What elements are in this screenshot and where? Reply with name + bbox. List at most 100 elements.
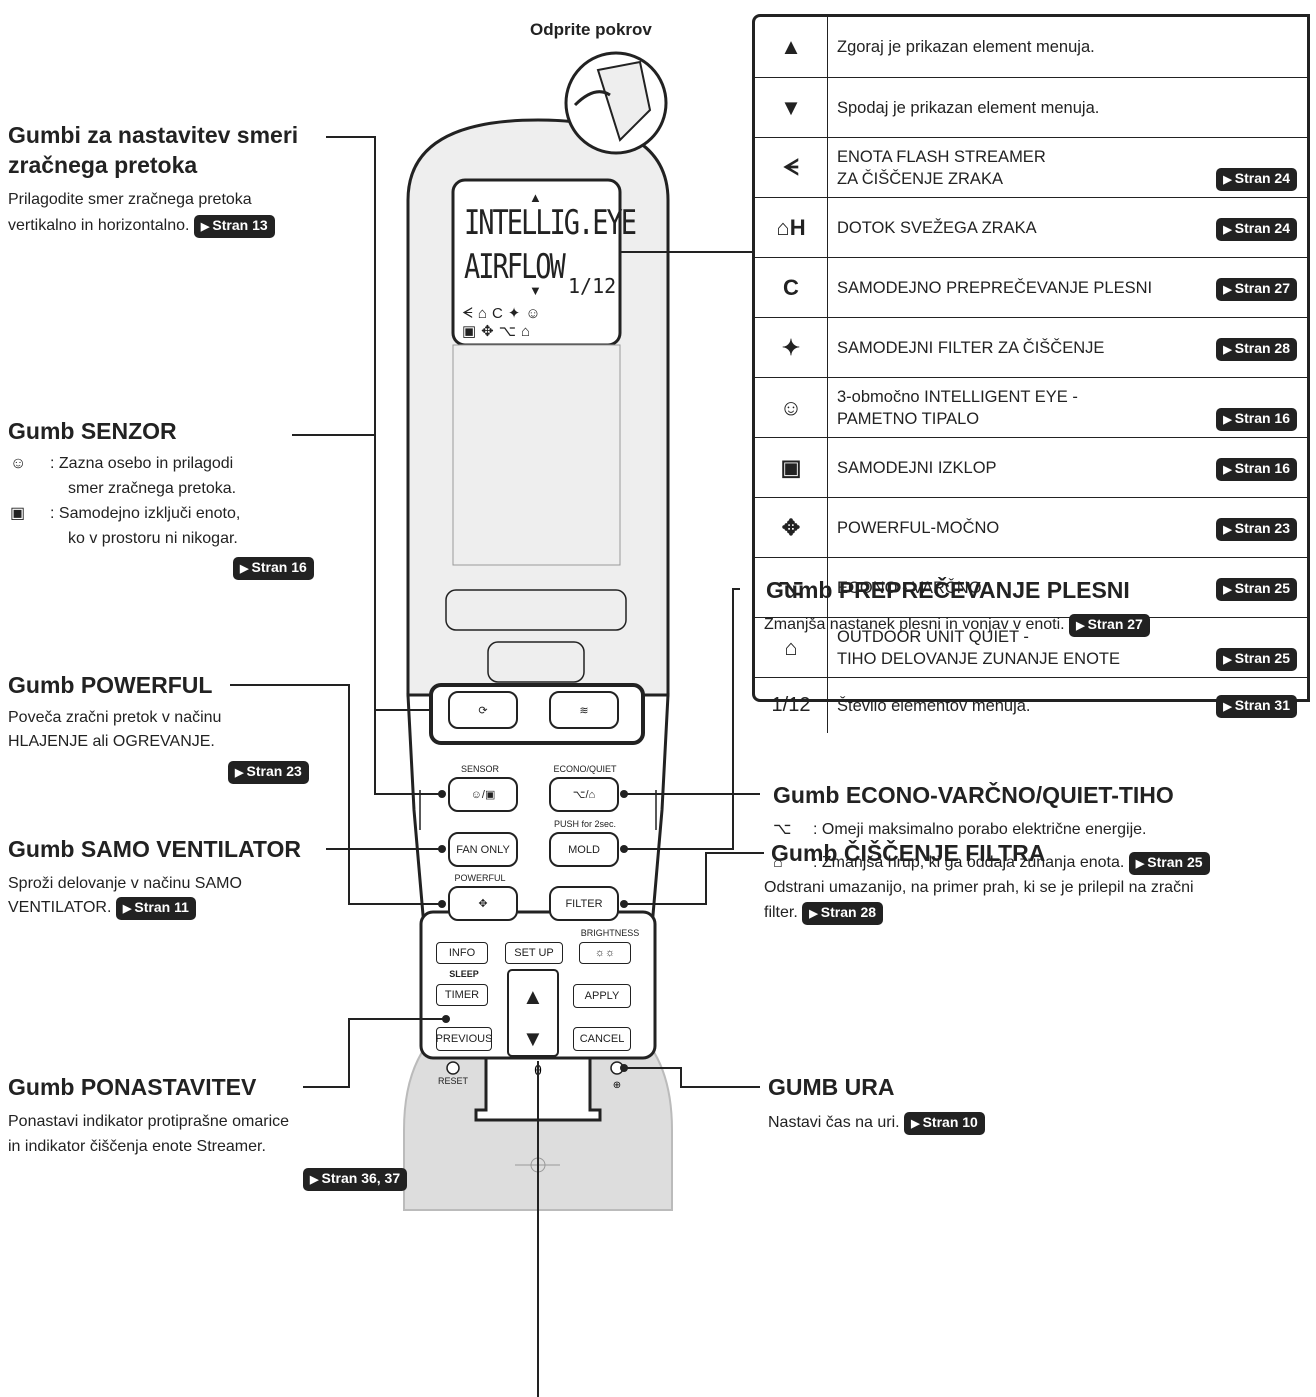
- menu-down-button[interactable]: ▼: [522, 1026, 544, 1051]
- clock-page-ref[interactable]: Stran 10: [904, 1112, 985, 1135]
- counter-icon: 1/12: [755, 678, 828, 733]
- filter-button[interactable]: FILTER: [549, 886, 619, 921]
- fan-only-desc-2: VENTILATOR. Stran 11: [8, 897, 196, 920]
- powerful-icon: ✥: [755, 498, 828, 558]
- econo-title: Gumb ECONO-VARČNO/QUIET-TIHO: [773, 782, 1174, 808]
- clock-title: GUMB URA: [768, 1074, 895, 1100]
- push-label: PUSH for 2sec.: [553, 819, 617, 829]
- menu-table-page-ref[interactable]: Stran 25: [1216, 577, 1297, 601]
- cancel-button[interactable]: CANCEL: [573, 1027, 631, 1051]
- menu-table-line1: DOTOK SVEŽEGA ZRAKA: [837, 219, 1037, 237]
- menu-up-button[interactable]: ▲: [522, 984, 544, 1009]
- menu-table-text: DOTOK SVEŽEGA ZRAKA: [837, 217, 1037, 239]
- filter-page-ref[interactable]: Stran 28: [802, 902, 884, 925]
- fan-only-page-ref[interactable]: Stran 11: [115, 897, 196, 920]
- menu-table-row: ✦ SAMODEJNI FILTER ZA ČIŠČENJE Stran 28: [755, 317, 1307, 378]
- airflow-title-1: Gumbi za nastavitev smeri: [8, 122, 299, 148]
- menu-table-text: SAMODEJNI FILTER ZA ČIŠČENJE: [837, 337, 1104, 359]
- menu-table-row: ⌂OUTDOOR UNIT QUIET -TIHO DELOVANJE ZUNA…: [755, 617, 1307, 678]
- menu-table-row: 1/12 Število elementov menuja. Stran 31: [755, 677, 1307, 733]
- menu-table-line2: TIHO DELOVANJE ZUNANJE ENOTE: [837, 650, 1120, 668]
- menu-table: ▲ Zgoraj je prikazan element menuja. ▼ Spod…: [752, 14, 1310, 733]
- sensor-title: Gumb SENZOR: [8, 418, 177, 444]
- auto-off-icon: ▣: [10, 505, 26, 522]
- menu-table-page-ref[interactable]: Stran 24: [1216, 217, 1297, 241]
- econo-quiet-button[interactable]: ⌥/⌂: [549, 777, 619, 812]
- timer-button[interactable]: TIMER: [436, 984, 488, 1006]
- menu-table-line2: ZA ČIŠČENJE ZRAKA: [837, 170, 1003, 188]
- brightness-button[interactable]: ☼☼: [579, 942, 631, 964]
- powerful-page-ref[interactable]: Stran 23: [228, 761, 309, 784]
- menu-table-page-ref[interactable]: Stran 23: [1216, 517, 1297, 541]
- sensor-page-ref[interactable]: Stran 16: [233, 557, 314, 580]
- econo-page-ref[interactable]: Stran 25: [1128, 852, 1210, 875]
- menu-table-text: ENOTA FLASH STREAMER ZA ČIŠČENJE ZRAKA: [837, 146, 1046, 190]
- menu-table-line1: SAMODEJNI IZKLOP: [837, 459, 997, 477]
- flash-streamer-icon: ᗕ: [755, 138, 828, 198]
- info-button[interactable]: INFO: [436, 942, 488, 964]
- filter-clean-icon: ✦: [755, 318, 828, 378]
- menu-table-page-ref[interactable]: Stran 28: [1216, 337, 1297, 361]
- menu-table-text: Število elementov menuja.: [837, 695, 1031, 717]
- down-arrow-icon: ▼: [529, 283, 542, 298]
- fan-only-title: Gumb SAMO VENTILATOR: [8, 836, 302, 862]
- reset-desc-2: in indikator čiščenja enote Streamer.: [8, 1138, 266, 1155]
- econo-item2: : Zmanjša hrup, ki ga oddaja zunanja eno…: [813, 852, 1210, 875]
- menu-table-page-ref[interactable]: Stran 16: [1216, 408, 1297, 431]
- menu-table-text: SAMODEJNO PREPREČEVANJE PLESNI: [837, 277, 1152, 299]
- filter-desc-1: Odstrani umazanijo, na primer prah, ki s…: [764, 879, 1194, 896]
- swing-vertical-button[interactable]: ⟳: [448, 691, 518, 729]
- previous-button[interactable]: PREVIOUS: [436, 1027, 492, 1051]
- menu-table-page-ref[interactable]: Stran 24: [1216, 168, 1297, 191]
- menu-table-line1: Zgoraj je prikazan element menuja.: [837, 38, 1095, 56]
- menu-table-text: OUTDOOR UNIT QUIET -TIHO DELOVANJE ZUNAN…: [837, 626, 1120, 670]
- menu-table-page-ref[interactable]: Stran 31: [1216, 695, 1297, 718]
- econo-icon: ⌥: [755, 558, 828, 618]
- menu-table-page-ref[interactable]: Stran 25: [1216, 648, 1297, 671]
- fan-only-button[interactable]: FAN ONLY: [448, 832, 518, 867]
- brightness-label: BRIGHTNESS: [580, 928, 640, 938]
- menu-table-line1: POWERFUL-MOČNO: [837, 519, 1000, 537]
- menu-table-row: ✥ POWERFUL-MOČNO Stran 23: [755, 497, 1307, 558]
- svg-text:⊕: ⊕: [613, 1080, 621, 1091]
- apply-button[interactable]: APPLY: [573, 984, 631, 1008]
- menu-table-line1: Število elementov menuja.: [837, 696, 1031, 715]
- airflow-page-ref[interactable]: Stran 13: [193, 215, 275, 238]
- menu-table-row: ▲ Zgoraj je prikazan element menuja.: [755, 17, 1307, 77]
- mold-page-ref[interactable]: Stran 27: [1069, 614, 1150, 637]
- menu-table-line2: PAMETNO TIPALO: [837, 410, 980, 428]
- menu-table-text: Spodaj je prikazan element menuja.: [837, 97, 1099, 119]
- setup-button[interactable]: SET UP: [505, 942, 563, 964]
- filter-title: Gumb ČIŠČENJE FILTRA: [771, 840, 1046, 866]
- menu-table-row: ▣SAMODEJNI IZKLOPStran 16: [755, 437, 1307, 498]
- reset-title: Gumb PONASTAVITEV: [8, 1074, 257, 1100]
- reset-page-ref[interactable]: Stran 36, 37: [303, 1168, 408, 1191]
- mold-desc: Zmanjša nastanek plesni in vonjav v enot…: [764, 614, 1150, 637]
- intelligent-eye-icon: ☺: [755, 378, 828, 438]
- mold-button[interactable]: MOLD: [549, 832, 619, 867]
- powerful-title: Gumb POWERFUL: [8, 672, 213, 698]
- display-line2: AIRFLOW: [464, 248, 566, 287]
- airflow-title-2: zračnega pretoka: [8, 152, 198, 178]
- econo-icon: ⌥: [773, 821, 792, 838]
- menu-table-row: ᗕ ENOTA FLASH STREAMER ZA ČIŠČENJE ZRAKA St…: [755, 137, 1307, 198]
- airflow-desc-1: Prilagodite smer zračnega pretoka: [8, 191, 252, 208]
- outdoor-quiet-icon: ⌂: [773, 854, 783, 871]
- powerful-button[interactable]: ✥: [448, 886, 518, 921]
- menu-table-line1: SAMODEJNO PREPREČEVANJE PLESNI: [837, 279, 1153, 297]
- menu-table-line1: ENOTA FLASH STREAMER: [837, 148, 1046, 166]
- sensor-item1-2: smer zračnega pretoka.: [68, 480, 237, 497]
- menu-table-page-ref[interactable]: Stran 27: [1216, 277, 1297, 301]
- sensor-item2-2: ko v prostoru ni nikogar.: [68, 530, 238, 547]
- swing-horizontal-button[interactable]: ≋: [549, 691, 619, 729]
- airflow-desc-2: vertikalno in horizontalno. Stran 13: [8, 215, 275, 238]
- sensor-button[interactable]: ☺/▣: [448, 777, 518, 812]
- powerful-desc-2: HLAJENJE ali OGREVANJE.: [8, 733, 215, 750]
- menu-table-text: ECONO - VARČNO: [837, 577, 982, 599]
- display-line1: INTELLIG.EYE: [464, 204, 637, 243]
- menu-table-page-ref[interactable]: Stran 16: [1216, 457, 1297, 481]
- up-arrow-icon: ▲: [755, 17, 828, 77]
- down-arrow-icon: ▼: [755, 78, 828, 138]
